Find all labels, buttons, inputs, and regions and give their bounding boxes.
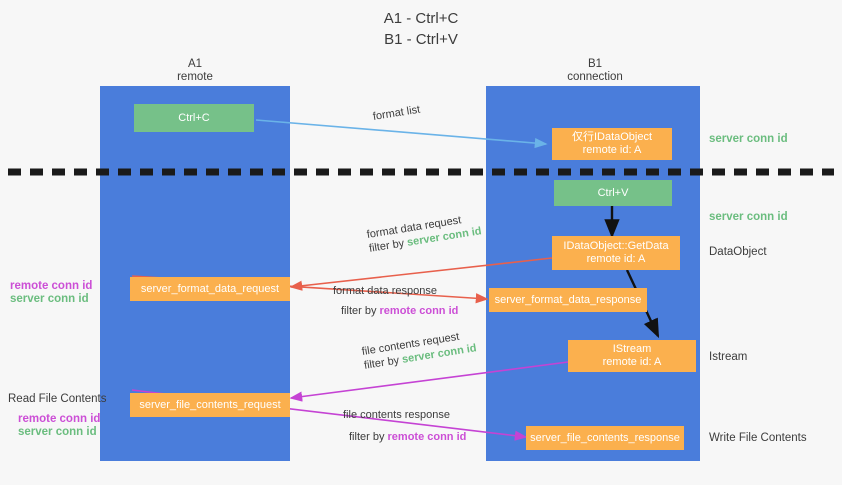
node-server-format-data-response-line1: server_format_data_response bbox=[494, 293, 642, 306]
node-server-file-contents-request[interactable]: server_file_contents_request bbox=[130, 393, 290, 417]
node-istream-line1: IStream bbox=[612, 343, 652, 355]
annotation-right-write-file-contents: Write File Contents bbox=[709, 432, 807, 444]
node-idataobject-getdata-line1: IDataObject::GetData bbox=[563, 240, 669, 252]
node-ctrl-c-line1: Ctrl+C bbox=[178, 111, 210, 124]
node-ctrl-v[interactable]: Ctrl+V bbox=[554, 180, 672, 206]
edge-label-format-data-request: format data request filter by server con… bbox=[366, 210, 483, 255]
annotation-right-server-conn-1: server conn id bbox=[709, 133, 788, 145]
node-server-format-data-request[interactable]: server_format_data_request bbox=[130, 277, 290, 301]
title-line-2: B1 - Ctrl+V bbox=[384, 31, 458, 48]
annotation-left-server-conn-1: server conn id bbox=[10, 293, 89, 305]
annotation-left-read-file-contents: Read File Contents bbox=[8, 393, 107, 405]
edge-label-file-contents-response: file contents response filter by remote … bbox=[343, 408, 466, 444]
annotation-right-istream: Istream bbox=[709, 351, 748, 363]
node-idataobject-getdata[interactable]: IDataObject::GetData remote id: A bbox=[552, 236, 680, 270]
annotation-right-dataobject: DataObject bbox=[709, 246, 767, 258]
edge-label-file-contents-request: file contents request filter by server c… bbox=[361, 327, 478, 372]
lane-header-a1: A1 remote bbox=[140, 58, 250, 84]
node-ctrl-c[interactable]: Ctrl+C bbox=[134, 104, 254, 132]
lane-a1-title: A1 bbox=[187, 58, 203, 70]
edge-label-format-list-text: format list bbox=[372, 103, 422, 123]
edge-label-format-data-response-filter: filter by remote conn id bbox=[341, 304, 458, 318]
node-idataobject-getdata-line2: remote id: A bbox=[586, 253, 646, 265]
filter-prefix: filter by bbox=[349, 431, 388, 443]
filter-prefix: filter by bbox=[341, 305, 380, 317]
node-server-file-contents-response-line1: server_file_contents_response bbox=[530, 431, 680, 444]
node-idataobject-top-line1: 仅行IDataObject bbox=[571, 131, 653, 143]
lane-b1-title: B1 bbox=[587, 58, 603, 70]
edge-label-format-data-response-text: format data response bbox=[333, 285, 437, 297]
annotation-left-remote-conn-1: remote conn id bbox=[10, 280, 93, 292]
page-title: A1 - Ctrl+C B1 - Ctrl+V bbox=[0, 8, 842, 50]
node-server-file-contents-request-line1: server_file_contents_request bbox=[139, 398, 281, 411]
annotation-right-server-conn-2: server conn id bbox=[709, 211, 788, 223]
edge-label-format-list: format list bbox=[372, 103, 421, 124]
edge-label-format-data-response: format data response filter by remote co… bbox=[333, 284, 458, 318]
filter-value-remote-conn-id: remote conn id bbox=[387, 431, 467, 443]
node-idataobject-top[interactable]: 仅行IDataObject remote id: A bbox=[552, 128, 672, 160]
annotation-left-server-conn-2: server conn id bbox=[18, 426, 97, 438]
filter-value-remote-conn-id: remote conn id bbox=[379, 305, 459, 317]
node-istream-line2: remote id: A bbox=[602, 356, 662, 368]
lane-header-b1: B1 connection bbox=[540, 58, 650, 84]
edge-label-file-contents-response-filter: filter by remote conn id bbox=[349, 430, 466, 444]
title-line-1: A1 - Ctrl+C bbox=[383, 10, 459, 27]
node-server-format-data-response[interactable]: server_format_data_response bbox=[489, 288, 647, 312]
node-server-file-contents-response[interactable]: server_file_contents_response bbox=[526, 426, 684, 450]
node-idataobject-top-line2: remote id: A bbox=[582, 144, 642, 156]
edge-label-file-contents-response-text: file contents response bbox=[343, 409, 451, 421]
annotation-left-remote-conn-2: remote conn id bbox=[18, 413, 101, 425]
node-server-format-data-request-line1: server_format_data_request bbox=[140, 282, 280, 295]
node-ctrl-v-line1: Ctrl+V bbox=[597, 186, 629, 199]
lane-a1-subtitle: remote bbox=[177, 71, 213, 83]
lane-b1-subtitle: connection bbox=[567, 71, 623, 83]
node-istream[interactable]: IStream remote id: A bbox=[568, 340, 696, 372]
